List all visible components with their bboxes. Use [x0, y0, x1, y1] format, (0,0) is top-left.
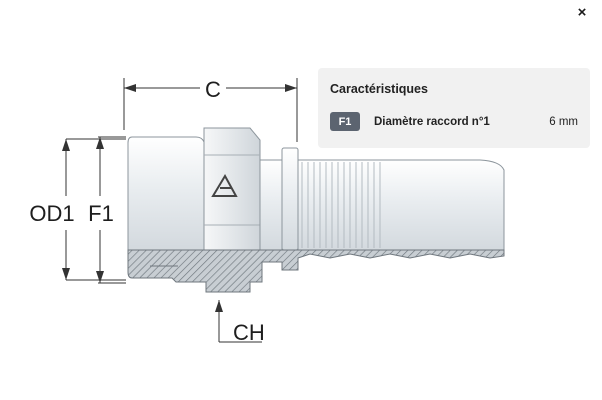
dimension-od1: OD1: [29, 138, 126, 281]
dimension-od1-label: OD1: [29, 201, 74, 226]
hydraulic-fitting: [127, 127, 505, 293]
brand-logo-icon: [211, 173, 238, 197]
close-icon: ×: [577, 3, 587, 21]
dimension-c: C: [123, 76, 298, 142]
spec-label: Diamètre raccord n°1: [374, 115, 490, 128]
characteristics-title: Caractéristiques: [330, 82, 428, 96]
spec-row: F1 Diamètre raccord n°1 6 mm: [330, 112, 578, 131]
spec-badge: F1: [330, 112, 360, 131]
dimension-f1-label: F1: [88, 201, 114, 226]
dimension-ch: CH: [215, 300, 265, 345]
close-button[interactable]: ×: [570, 0, 594, 24]
dimension-c-label: C: [205, 77, 221, 102]
dimension-f1: F1: [88, 136, 126, 284]
spec-value: 6 mm: [549, 115, 578, 128]
dimension-ch-label: CH: [233, 320, 265, 345]
characteristics-panel: Caractéristiques F1 Diamètre raccord n°1…: [318, 68, 590, 148]
